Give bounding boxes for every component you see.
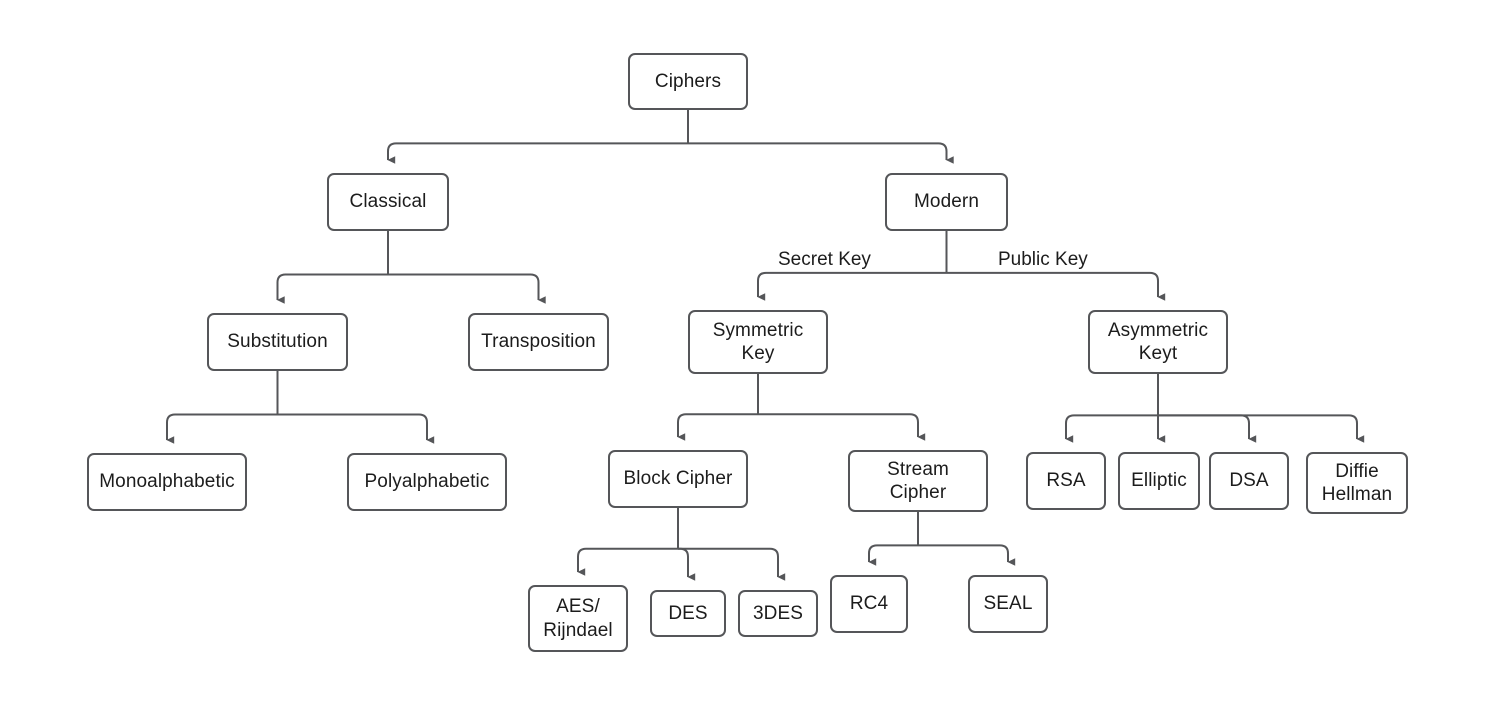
connector [1065, 414, 1158, 443]
connector [276, 273, 388, 304]
node-ciphers[interactable]: Ciphers [628, 53, 748, 110]
node-asymmetric[interactable]: Asymmetric Keyt [1088, 310, 1228, 374]
node-rsa[interactable]: RSA [1026, 452, 1106, 510]
connector [946, 271, 1166, 301]
connector [868, 544, 918, 566]
connector [918, 544, 1016, 566]
node-modern[interactable]: Modern [885, 173, 1008, 231]
connector [166, 413, 278, 444]
node-dsa[interactable]: DSA [1209, 452, 1289, 510]
edge-label-secret-key: Secret Key [773, 250, 876, 269]
node-monoalphabetic[interactable]: Monoalphabetic [87, 453, 247, 511]
node-substitution[interactable]: Substitution [207, 313, 348, 371]
connector [277, 413, 435, 444]
node-diffie[interactable]: Diffie Hellman [1306, 452, 1408, 514]
connector [757, 271, 947, 301]
node-polyalphabetic[interactable]: Polyalphabetic [347, 453, 507, 511]
connector [758, 413, 926, 441]
connector [678, 547, 696, 581]
connector [688, 142, 954, 164]
node-symmetric[interactable]: Symmetric Key [688, 310, 828, 374]
connector [577, 547, 678, 576]
node-elliptic[interactable]: Elliptic [1118, 452, 1200, 510]
edge-label-public-key: Public Key [993, 250, 1093, 269]
node-aes[interactable]: AES/ Rijndael [528, 585, 628, 652]
node-classical[interactable]: Classical [327, 173, 449, 231]
connector [388, 273, 546, 304]
node-rc4[interactable]: RC4 [830, 575, 908, 633]
node-3des[interactable]: 3DES [738, 590, 818, 637]
node-transposition[interactable]: Transposition [468, 313, 609, 371]
connector [678, 547, 786, 581]
node-block[interactable]: Block Cipher [608, 450, 748, 508]
connector [1158, 414, 1365, 443]
connector [387, 142, 688, 164]
node-stream[interactable]: Stream Cipher [848, 450, 988, 512]
node-seal[interactable]: SEAL [968, 575, 1048, 633]
connector [677, 413, 758, 441]
node-des[interactable]: DES [650, 590, 726, 637]
connector [1158, 414, 1257, 443]
